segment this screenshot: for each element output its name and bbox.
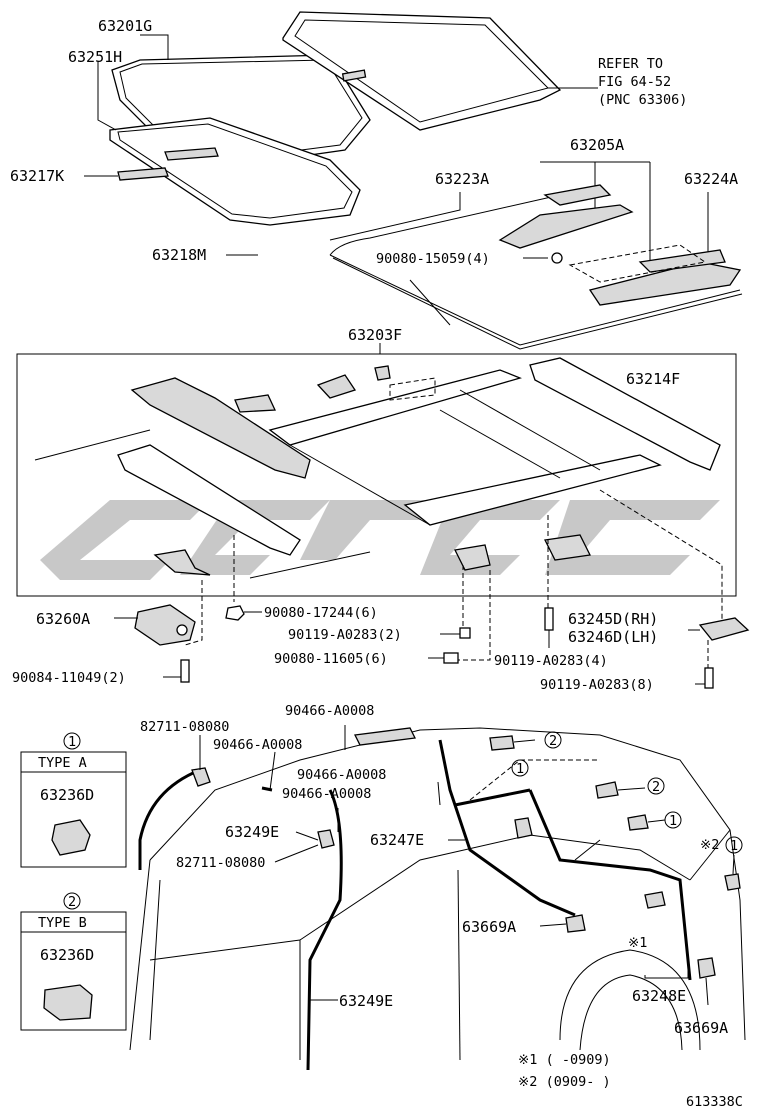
label-82711-top: 82711-08080 (140, 719, 229, 735)
hose-fittings (191, 727, 741, 979)
label-63248E: 63248E (632, 987, 686, 1005)
label-63205A: 63205A (570, 136, 624, 154)
inset-b-title: TYPE B (38, 915, 87, 931)
glass-seal-group (109, 11, 598, 226)
frame-box (16, 353, 737, 597)
refer-line-1: REFER TO (598, 56, 663, 72)
label-63217K: 63217K (10, 167, 64, 185)
label-63260A: 63260A (36, 610, 90, 628)
label-63249E-bot: 63249E (339, 992, 393, 1010)
label-90119-A0283-8: 90119-A0283(8) (540, 677, 654, 693)
watermark-logo (40, 500, 720, 580)
label-63201G: 63201G (98, 17, 152, 35)
figure-id: 613338C (686, 1094, 743, 1110)
label-63218M: 63218M (152, 246, 206, 264)
refer-line-2: FIG 64-52 (598, 74, 671, 90)
label-63214F: 63214F (626, 370, 680, 388)
callout-2a: 2 (549, 733, 557, 749)
inset-a-number: 1 (68, 734, 76, 750)
label-63224A: 63224A (684, 170, 738, 188)
mark-2: ※2 (700, 837, 719, 853)
refer-note: REFER TO FIG 64-52 (PNC 63306) (598, 56, 687, 108)
label-63247E: 63247E (370, 831, 424, 849)
refer-line-3: (PNC 63306) (598, 92, 687, 108)
label-90119-A0283-2: 90119-A0283(2) (288, 627, 402, 643)
callout-1c: 1 (730, 838, 738, 854)
label-63669A-1: 63669A (462, 918, 516, 936)
callout-2b: 2 (652, 779, 660, 795)
drain-hoses (138, 739, 692, 1071)
dashed-leaders (184, 489, 723, 670)
inset-b-part: 63236D (40, 946, 94, 964)
label-82711-bot: 82711-08080 (176, 855, 265, 871)
label-63223A: 63223A (435, 170, 489, 188)
callout-1a: 1 (516, 761, 524, 777)
label-90466-2: 90466-A0008 (213, 737, 302, 753)
inset-a-part: 63236D (40, 786, 94, 804)
part-labels: 63201G 63251H 63217K 63205A 63223A 63224… (10, 17, 738, 1037)
label-63251H: 63251H (68, 48, 122, 66)
inset-texts: 1 TYPE A 63236D 2 TYPE B 63236D (38, 734, 94, 964)
hardware-group (114, 604, 750, 689)
footnotes: ※1 ( -0909) ※2 (0909- ) 613338C (518, 1052, 743, 1110)
inset-type-b (20, 892, 127, 1031)
label-63246D: 63246D(LH) (568, 628, 658, 646)
label-90466-3: 90466-A0008 (297, 767, 386, 783)
label-63249E-top: 63249E (225, 823, 279, 841)
leaders-top (84, 34, 709, 272)
callout-texts: 2 1 2 1 1 ※2 ※1 (516, 733, 738, 951)
label-90119-A0283-4: 90119-A0283(4) (494, 653, 608, 669)
mark-1: ※1 (628, 935, 647, 951)
label-63245D: 63245D(RH) (568, 610, 658, 628)
label-90080-15059: 90080-15059(4) (376, 251, 490, 267)
label-90466-4: 90466-A0008 (282, 786, 371, 802)
inset-b-number: 2 (68, 894, 76, 910)
footnote-1: ※1 ( -0909) (518, 1052, 611, 1068)
label-90080-17244: 90080-17244(6) (264, 605, 378, 621)
leaders-bottom (199, 725, 735, 1006)
label-90084-11049: 90084-11049(2) (12, 670, 126, 686)
inset-type-a (20, 732, 127, 868)
inset-a-title: TYPE A (38, 755, 87, 771)
footnote-2: ※2 (0909- ) (518, 1074, 611, 1090)
callout-1b: 1 (669, 813, 677, 829)
label-63669A-2: 63669A (674, 1019, 728, 1037)
label-90466-1: 90466-A0008 (285, 703, 374, 719)
label-63203F: 63203F (348, 326, 402, 344)
label-90080-11605: 90080-11605(6) (274, 651, 388, 667)
callout-circles (511, 731, 743, 854)
frame-group (34, 357, 721, 579)
rail-cable-group (329, 184, 743, 350)
